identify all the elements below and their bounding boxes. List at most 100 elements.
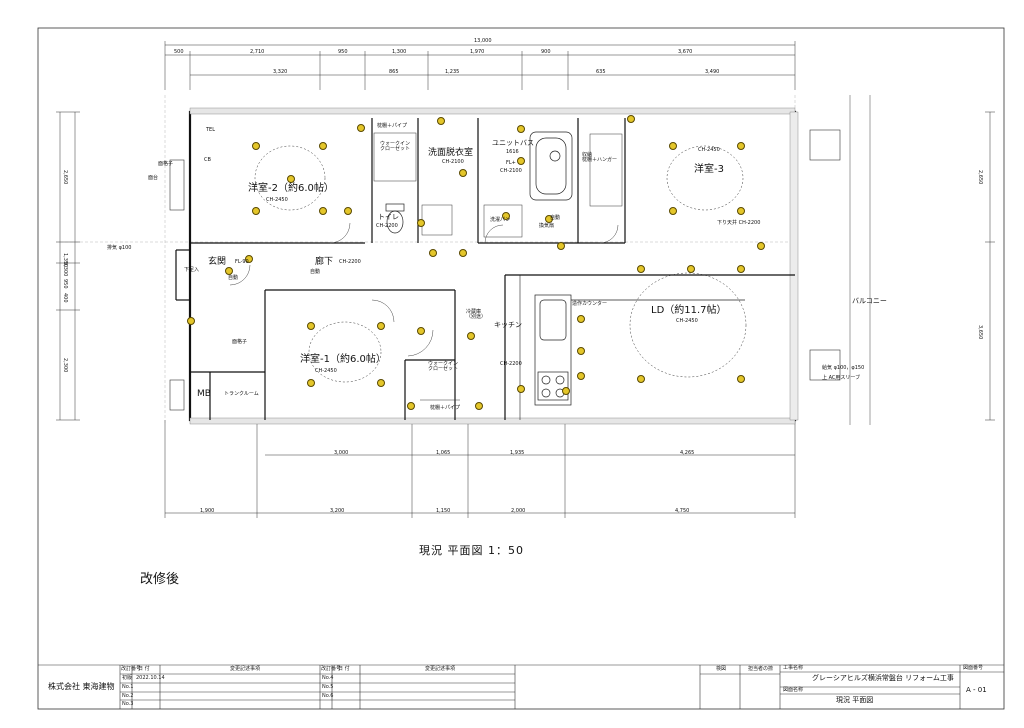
light-fixture-icon <box>737 142 745 150</box>
topdims2-4: 3,490 <box>705 69 720 75</box>
light-fixture-icon <box>437 117 445 125</box>
light-fixture-icon <box>307 322 315 330</box>
light-fixture-icon <box>545 215 553 223</box>
light-fixture-icon <box>475 402 483 410</box>
botdims-3: 2,000 <box>511 508 526 514</box>
room-label-yoshitsu1: 洋室-1（約6.0帖） <box>300 354 386 365</box>
label-sentaku: 洗濯パン <box>490 217 511 223</box>
tb-sheet-name: 現況 平面図 <box>836 696 874 704</box>
unit-bath-fl: FL+ <box>506 160 516 166</box>
tb-project-name: グレーシアヒルズ横浜常盤台 リフォーム工事 <box>812 674 954 682</box>
room-label-toilet: トイレ <box>378 213 399 221</box>
tb-number-label: 図面番号 <box>963 665 984 671</box>
room-label-wic2: ウォークイン クローゼット <box>428 361 459 372</box>
topdims-2: 950 <box>338 49 348 55</box>
topdims-5: 900 <box>541 49 551 55</box>
room-label-ld: LD（約11.7帖） <box>651 305 727 316</box>
room-label-senmen: 洗面脱衣室 <box>428 148 474 158</box>
tb-col-content-r: 変更記述事項 <box>425 666 456 672</box>
light-fixture-icon <box>429 249 437 257</box>
light-fixture-icon <box>577 372 585 380</box>
label-kanki: 換気扇 <box>539 223 555 229</box>
botdims2-2: 1,935 <box>510 450 525 456</box>
light-fixture-icon <box>319 142 327 150</box>
bottom-dimension-lines <box>164 420 796 518</box>
light-fixture-icon <box>637 375 645 383</box>
light-fixture-icon <box>669 207 677 215</box>
tb-col-rev: 改訂番号 <box>121 666 142 672</box>
light-fixture-icon <box>577 347 585 355</box>
room-label-yoshitsu3: 洋室-3 <box>694 164 724 175</box>
tb-row-r3: No.6 <box>322 693 334 699</box>
light-fixture-icon <box>377 379 385 387</box>
tb-number: A - 01 <box>966 686 987 694</box>
drawing-title: 現況 平面図 1：50 <box>419 544 524 557</box>
stage-note: 改修後 <box>140 572 180 587</box>
ch-senmen: CH-2100 <box>442 159 464 165</box>
topdims-0: 500 <box>174 49 184 55</box>
tb-row-2: No.1 <box>122 684 134 690</box>
light-fixture-icon <box>517 385 525 393</box>
topdims2-0: 3,320 <box>273 69 288 75</box>
ch-toilet: CH-2200 <box>376 223 398 229</box>
light-fixture-icon <box>737 375 745 383</box>
ch-yoshitsu3: CH-2450 <box>698 147 720 153</box>
light-fixture-icon <box>407 402 415 410</box>
ch-yoshitsu2: CH-2450 <box>266 197 288 203</box>
light-fixture-icon <box>307 379 315 387</box>
room-label-wic1: ウォークイン クローゼット <box>380 141 411 152</box>
light-fixture-icon <box>687 265 695 273</box>
topdims2-1: 865 <box>389 69 399 75</box>
botdims-0: 1,900 <box>200 508 215 514</box>
label-makura-pipe-1: 枕棚＋パイプ <box>377 123 408 129</box>
tb-row-3: No.2 <box>122 693 134 699</box>
light-fixture-icon <box>319 207 327 215</box>
ceiling-outlines <box>254 145 747 383</box>
light-fixture-icon <box>417 327 425 335</box>
rightdims-1: 3,650 <box>977 325 983 340</box>
light-fixture-icon <box>637 265 645 273</box>
light-fixture-icon <box>737 265 745 273</box>
botdims-1: 3,200 <box>330 508 345 514</box>
toilet-fixture <box>385 203 405 234</box>
label-reizoko: 冷蔵庫 （別途） <box>466 309 487 320</box>
tb-col-date: 日 付 <box>138 666 150 672</box>
label-jido-1: 自動 <box>310 269 321 275</box>
unit-bath-fixtures <box>529 131 573 201</box>
light-fixture-icon <box>377 322 385 330</box>
ch-ld: CH-2450 <box>676 318 698 324</box>
light-fixture-icon <box>287 175 295 183</box>
label-sagari-tenjo: 下り天井 CH-2200 <box>717 220 761 226</box>
tb-project-label: 工事名称 <box>783 665 804 671</box>
botdims-2: 1,150 <box>436 508 451 514</box>
label-haiki: 排気 φ100 <box>107 245 132 251</box>
room-label-genkan: 玄関 <box>208 257 227 267</box>
light-fixture-icon <box>459 249 467 257</box>
label-jido-2: 自動 <box>550 215 561 221</box>
wall-hatching <box>189 107 799 425</box>
light-fixture-icon <box>252 207 260 215</box>
light-fixture-icon <box>757 242 765 250</box>
room-label-shuno: 収納 枕棚＋ハンガー <box>582 152 618 163</box>
botdims2-1: 1,065 <box>436 450 451 456</box>
light-fixture-icon <box>459 169 467 177</box>
label-kyuki: 給気 φ100，φ150 <box>822 365 865 371</box>
room-label-trunk: トランクルーム <box>224 391 259 397</box>
topdims2-3: 635 <box>596 69 606 75</box>
room-label-kitchen: キッチン <box>494 321 522 329</box>
botdims-4: 4,750 <box>675 508 690 514</box>
label-mengoshi-1: 面格子 <box>158 161 174 167</box>
room-label-balcony: バルコニー <box>852 297 887 305</box>
tb-col-check: 検図 <box>716 666 727 672</box>
light-fixture-icon <box>562 387 570 395</box>
light-fixture-icon <box>245 255 253 263</box>
botdims2-0: 3,000 <box>334 450 349 456</box>
light-fixture-icon <box>517 157 525 165</box>
light-fixture-icon <box>417 219 425 227</box>
unit-bath-size: 1616 <box>506 149 519 155</box>
label-mendai: 面台 <box>148 175 159 181</box>
room-label-rouka: 廊下 <box>315 257 334 267</box>
